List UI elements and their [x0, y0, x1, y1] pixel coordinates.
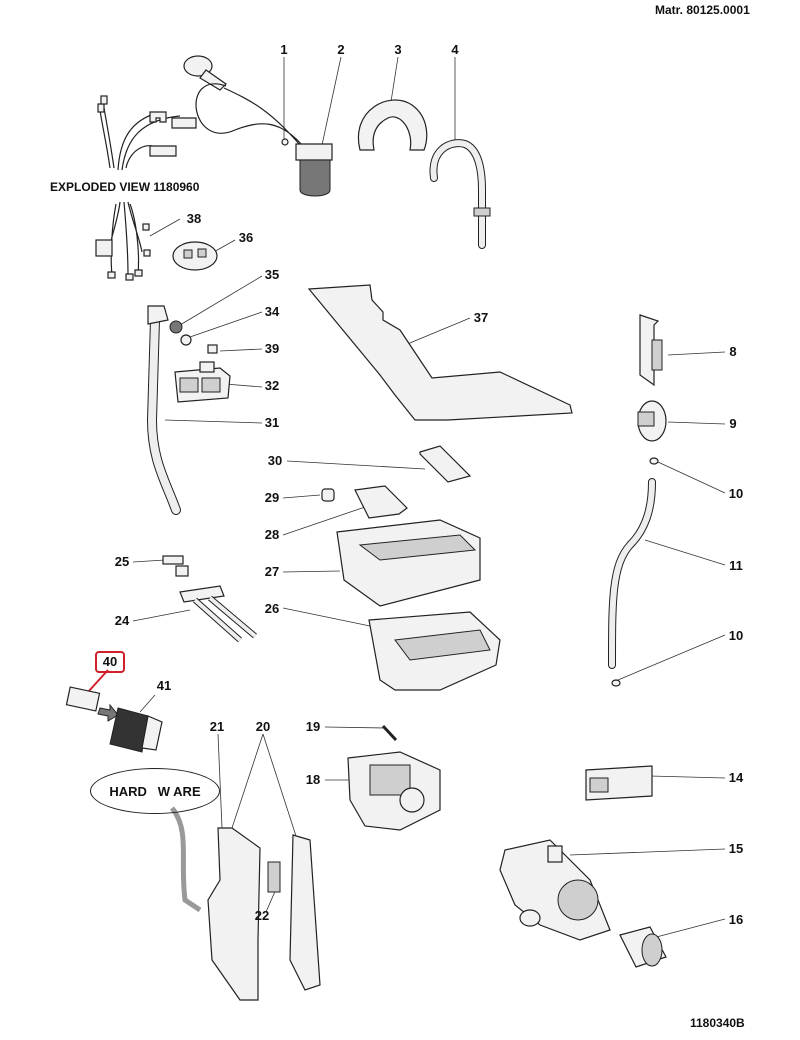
part-26-housing [368, 611, 501, 691]
part-28-siphon [354, 485, 408, 519]
label-part-19[interactable]: 19 [305, 719, 321, 734]
part-3-hose-guide [357, 99, 428, 151]
drawing-number: 1180340B [690, 1016, 745, 1030]
part-20-board [289, 834, 321, 991]
label-part-22[interactable]: 22 [254, 908, 270, 923]
label-part-16[interactable]: 16 [728, 912, 744, 927]
exploded-view-note: EXPLODED VIEW 1180960 [50, 180, 200, 194]
part-8-bracket [639, 314, 663, 387]
label-part-9[interactable]: 9 [729, 416, 737, 431]
part-36-grommet [172, 241, 218, 271]
part-41-connector-block [109, 707, 163, 753]
label-part-27[interactable]: 27 [264, 564, 280, 579]
part-37-top-cover [307, 284, 573, 421]
part-32-inlet-valve [174, 361, 231, 403]
part-31-inlet-hose [146, 305, 181, 515]
label-part-25[interactable]: 25 [114, 554, 130, 569]
part-30-handle [419, 445, 472, 483]
label-part-39[interactable]: 39 [264, 341, 280, 356]
part-10-clamp-bottom [611, 679, 621, 687]
label-part-11[interactable]: 11 [729, 558, 743, 573]
label-part-15[interactable]: 15 [728, 841, 744, 856]
leader-lines [132, 56, 726, 941]
part-38-harness [95, 201, 151, 281]
part-22-module [267, 861, 281, 893]
part-21-cover [207, 827, 261, 1001]
label-part-37[interactable]: 37 [473, 310, 489, 325]
label-part-29[interactable]: 29 [264, 490, 280, 505]
part-27-drawer [336, 519, 481, 607]
label-part-18[interactable]: 18 [305, 772, 321, 787]
part-4-drain-hose [429, 139, 491, 249]
arrow-icon [97, 703, 119, 722]
label-part-14[interactable]: 14 [728, 770, 744, 785]
part-29-plug [321, 488, 335, 502]
part-19-screw [381, 724, 398, 742]
part-40-label [65, 686, 101, 712]
label-part-1[interactable]: 1 [280, 42, 288, 57]
highlight-leader [87, 669, 109, 693]
part-14-interlock [585, 765, 653, 801]
label-part-24[interactable]: 24 [114, 613, 130, 628]
part-39-cap [207, 344, 218, 354]
hardware-callout-text: HARD W ARE [109, 783, 201, 799]
part-24-heater [179, 585, 257, 643]
label-part-36[interactable]: 36 [238, 230, 254, 245]
part-35-gasket [169, 320, 183, 334]
label-part-34[interactable]: 34 [264, 304, 280, 319]
label-part-35[interactable]: 35 [264, 267, 280, 282]
part-wiring-connectors [97, 95, 197, 171]
part-2-power-cord [183, 55, 333, 197]
label-part-20[interactable]: 20 [255, 719, 271, 734]
label-part-4[interactable]: 4 [451, 42, 459, 57]
label-part-30[interactable]: 30 [267, 453, 283, 468]
label-part-31[interactable]: 31 [264, 415, 280, 430]
label-part-3[interactable]: 3 [394, 42, 402, 57]
label-part-41[interactable]: 41 [156, 678, 172, 693]
label-part-32[interactable]: 32 [264, 378, 280, 393]
label-part-8[interactable]: 8 [729, 344, 737, 359]
label-part-40[interactable]: 40 [102, 654, 118, 669]
part-15-pump [499, 839, 611, 941]
highlight-box-40[interactable] [95, 651, 125, 673]
label-part-21[interactable]: 21 [209, 719, 225, 734]
part-16-filter [619, 926, 667, 968]
label-part-26[interactable]: 26 [264, 601, 280, 616]
material-number: Matr. 80125.0001 [655, 3, 750, 17]
part-34-washer [180, 334, 192, 346]
hardware-callout: HARD W ARE [90, 768, 220, 814]
label-part-10-bottom[interactable]: 10 [728, 628, 744, 643]
part-11-tube [608, 478, 656, 669]
flat-cable [169, 806, 202, 913]
part-25-ntc-sensor [162, 555, 189, 577]
label-part-38[interactable]: 38 [186, 211, 202, 226]
part-18-motor [347, 751, 441, 831]
label-part-28[interactable]: 28 [264, 527, 280, 542]
part-9-pressure-switch [637, 400, 667, 442]
part-10-clamp-top [649, 457, 659, 465]
label-part-2[interactable]: 2 [337, 42, 345, 57]
label-part-10-top[interactable]: 10 [728, 486, 744, 501]
